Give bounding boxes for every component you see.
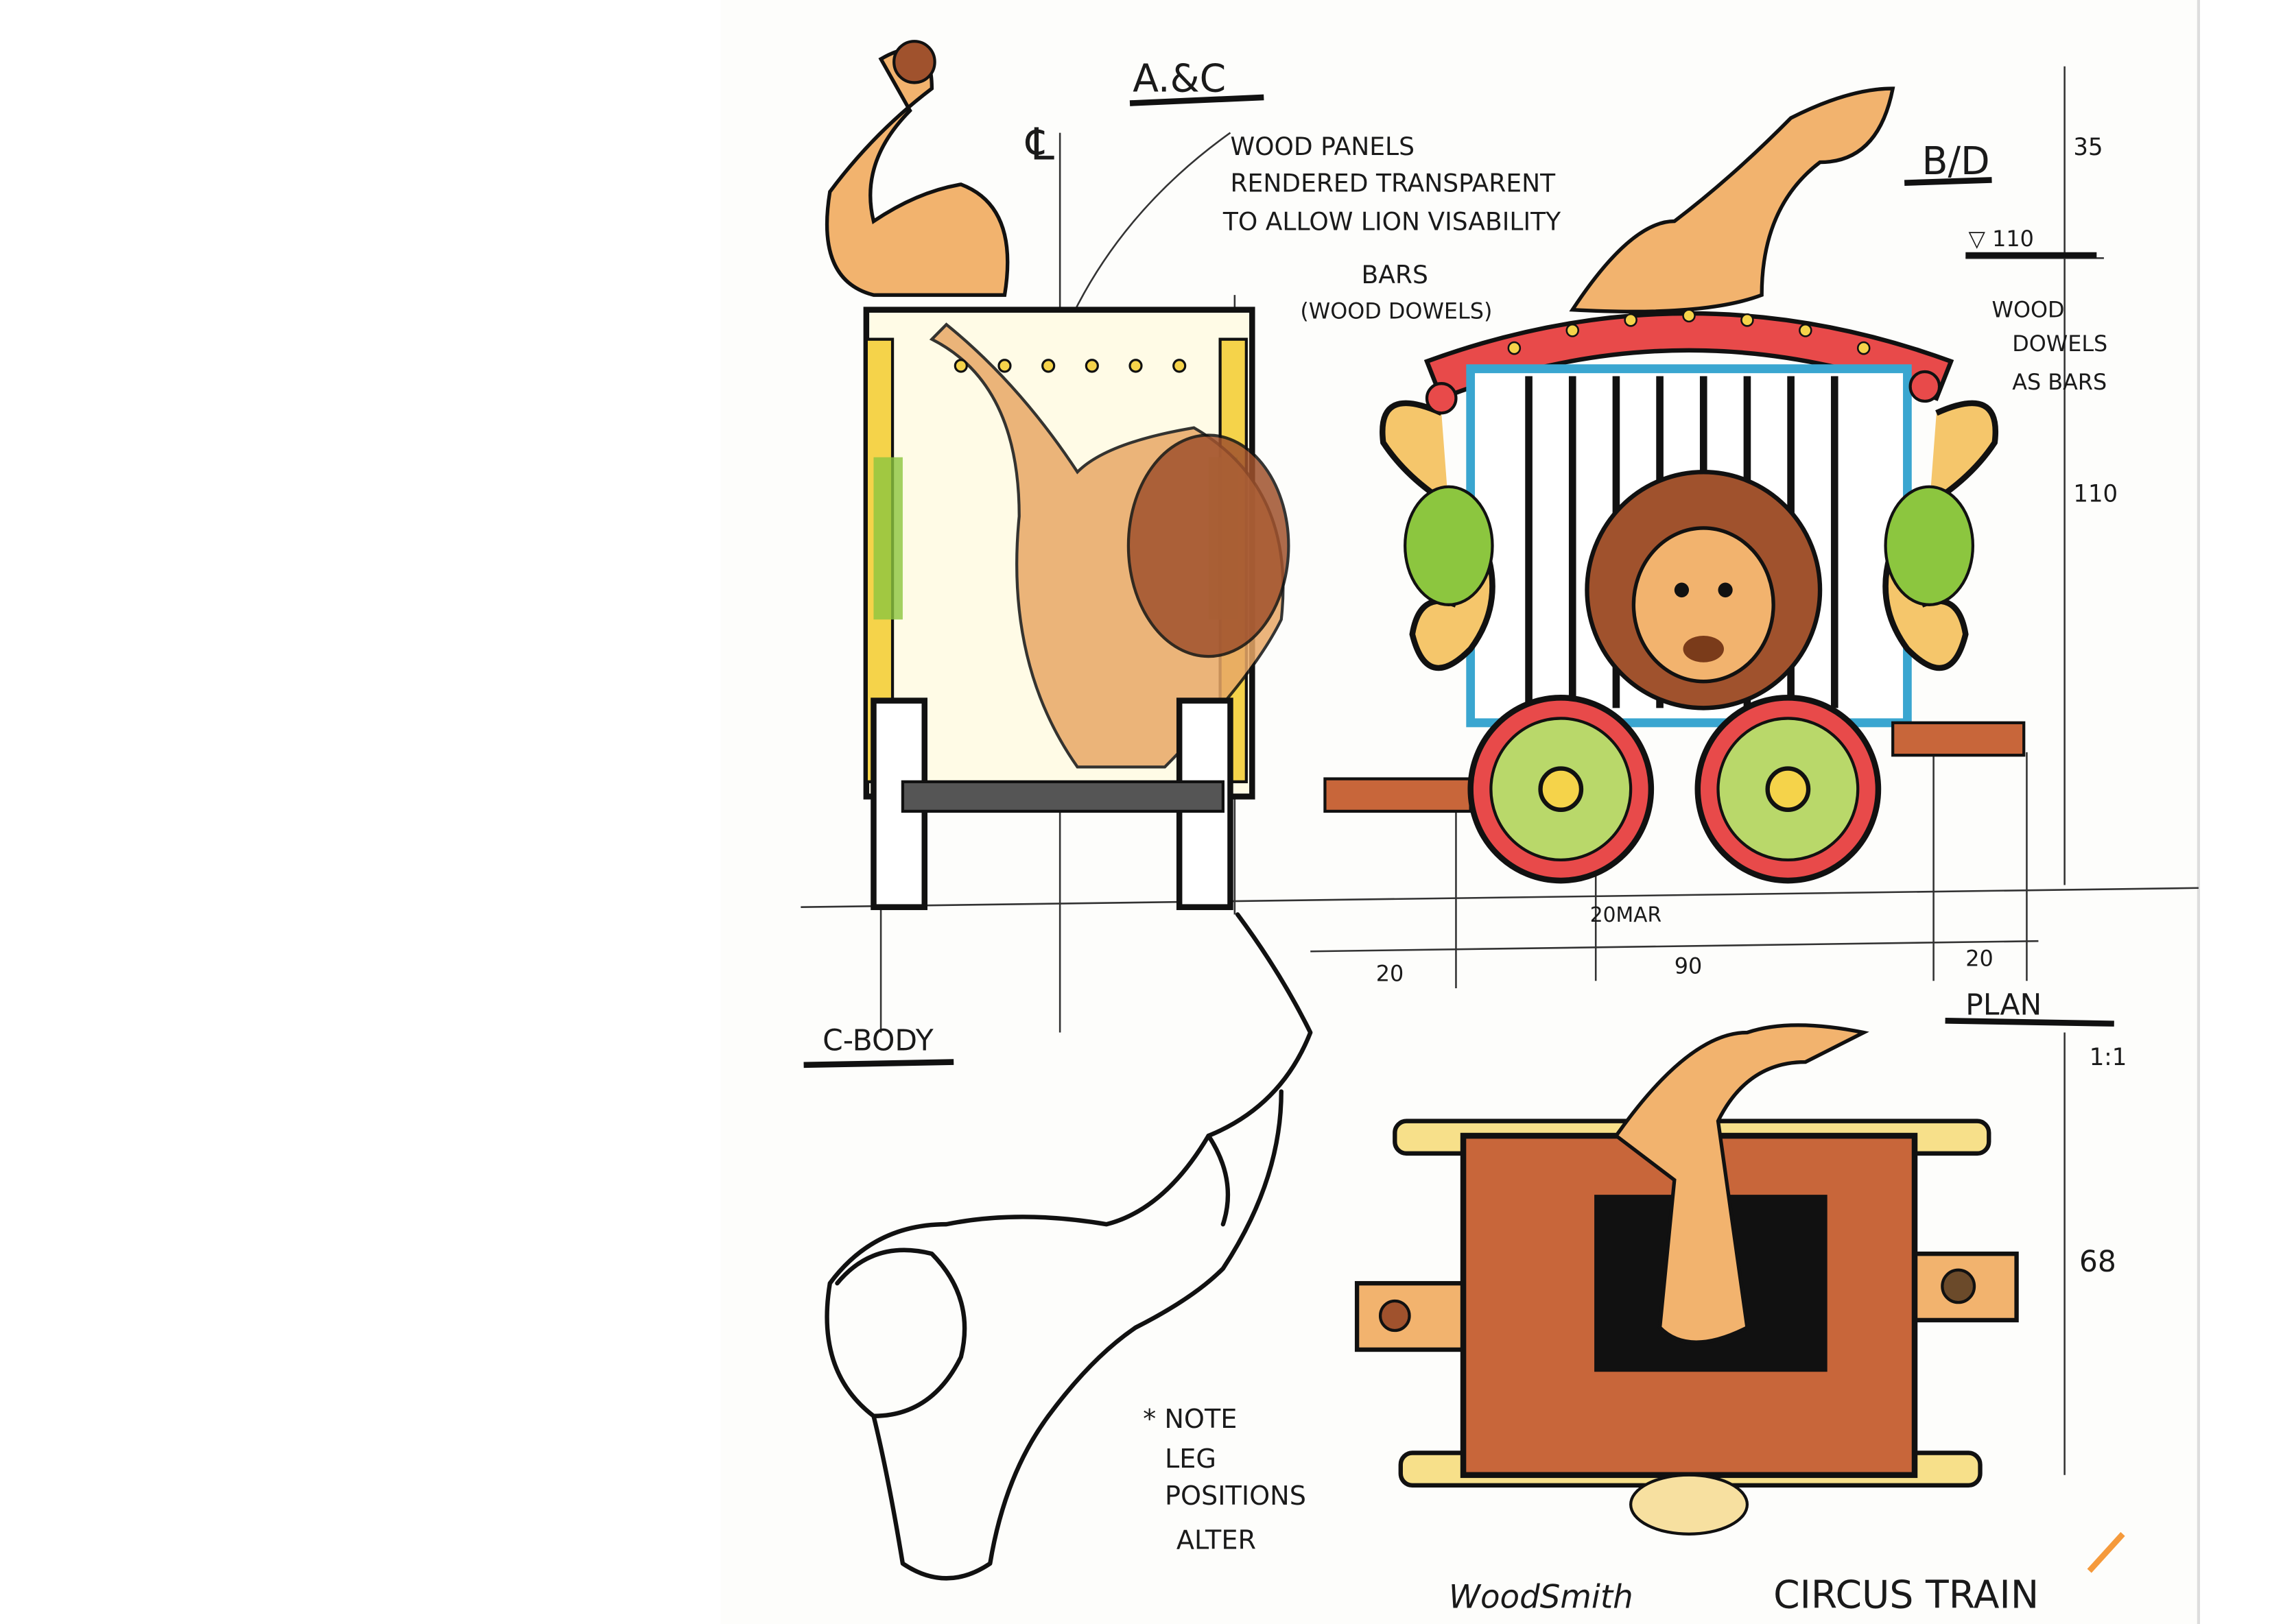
front-view-wagon [1323,86,2026,884]
dimension-left: 20 [1376,960,1404,986]
dimension-level: ▽ 110 [1969,226,2034,252]
c-body-lion-sketch [825,912,1313,1581]
signature: WoodSmith [1449,1578,1633,1616]
wheel-right [1694,695,1882,884]
roof-arch [1423,311,1954,401]
dimension-wheel: 20MAR [1590,903,1661,927]
side-view-wagon [825,40,1290,911]
view-label-c-body: C-BODY [823,1023,934,1058]
view-label-front: B/D [1922,139,1990,183]
dimension-right: 20 [1965,946,1993,972]
marker-stroke [2087,1531,2125,1573]
dimension-height: 110 [2073,480,2118,508]
annotation-wood-panels-3: TO ALLOW LION VISABILITY [1222,206,1561,236]
annotation-bars-2: (WOOD DOWELS) [1300,298,1492,324]
annotation-wood-panels-2: RENDERED TRANSPARENT [1230,168,1555,198]
tail-tuft [892,40,936,84]
annotation-wood-panels-1: WOOD PANELS [1230,132,1415,161]
lion-top-view [1613,1023,1869,1344]
annotation-bars-1: BARS [1361,260,1428,289]
dimension-top: 35 [2073,134,2103,161]
centerline-symbol: ℄ [1025,119,1054,170]
annotation-dowels-1: WOOD [1992,296,2065,322]
wheel-left [1467,695,1655,884]
note-line-4: ALTER [1176,1525,1256,1555]
plan-scale: 1:1 [2090,1044,2127,1071]
lion-tail [825,47,1010,297]
dimension-plan-depth: 68 [2079,1245,2116,1279]
view-label-plan: PLAN [1965,988,2042,1022]
view-label-side: A.&C [1133,56,1226,101]
note-line-1: * NOTE [1143,1404,1237,1435]
plan-view-wagon [1354,1023,2019,1536]
note-line-3: POSITIONS [1165,1481,1306,1512]
dimension-middle: 90 [1675,953,1702,979]
annotation-dowels-2: DOWELS [2012,331,2107,357]
lion-face [1631,526,1775,684]
lion-mane-side [1126,433,1290,658]
note-line-2: LEG [1165,1444,1216,1474]
lion-back-tail [1569,86,1895,314]
sheet-title: CIRCUS TRAIN [1773,1573,2039,1617]
annotation-dowels-3: AS BARS [2012,369,2107,395]
